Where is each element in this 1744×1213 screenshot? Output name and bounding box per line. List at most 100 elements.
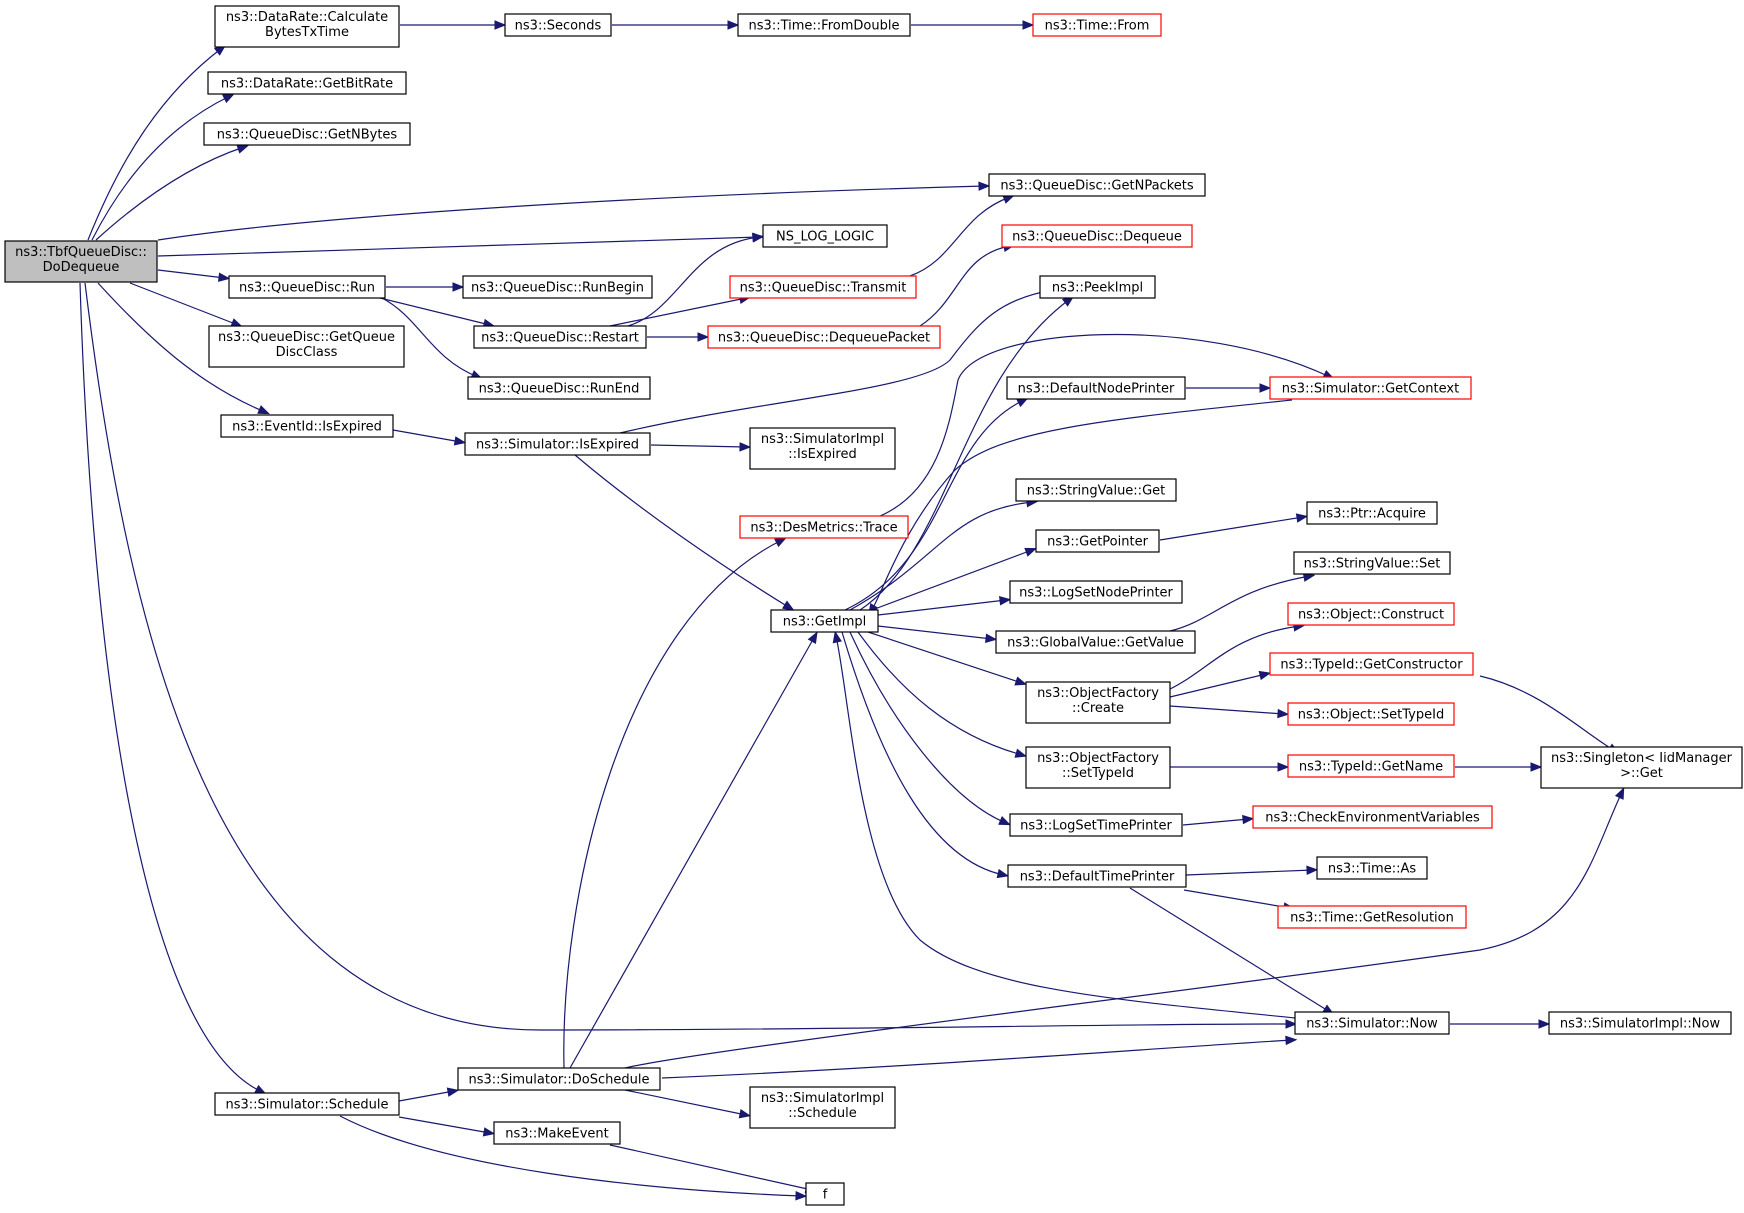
node-singleton[interactable]: ns3::Singleton< IidManager >::Get (1540, 746, 1743, 789)
node-simimplschedule[interactable]: ns3::SimulatorImpl::Schedule (749, 1086, 896, 1129)
node-doschedule[interactable]: ns3::Simulator::DoSchedule (457, 1067, 661, 1091)
node-objsettypeid[interactable]: ns3::Object::SetTypeId (1287, 702, 1455, 726)
node-f[interactable]: f (805, 1182, 845, 1206)
edge-getconstructor-to-singleton (1479, 675, 1620, 754)
node-label-logsettimeprinter: ns3::LogSetTimePrinter (1020, 819, 1172, 834)
node-objconstruct[interactable]: ns3::Object::Construct (1287, 602, 1455, 626)
edge-isexpired-to-simisexpired (392, 429, 467, 446)
node-checkenv[interactable]: ns3::CheckEnvironmentVariables (1252, 805, 1493, 829)
node-timefrom[interactable]: ns3::Time::From (1032, 13, 1162, 37)
edge-getimpl-to-ofsettypeid (857, 631, 1028, 758)
node-getnpackets[interactable]: ns3::QueueDisc::GetNPackets (988, 173, 1206, 197)
node-getresolution[interactable]: ns3::Time::GetResolution (1277, 905, 1467, 929)
node-label-simisexpired: ns3::Simulator::IsExpired (476, 438, 639, 453)
node-label-getimpl: ns3::GetImpl (783, 615, 867, 630)
node-label-checkenv: ns3::CheckEnvironmentVariables (1265, 811, 1480, 826)
node-label-runbegin: ns3::QueueDisc::RunBegin (471, 281, 644, 296)
node-stringvalueset[interactable]: ns3::StringValue::Set (1293, 551, 1451, 575)
node-simimplisexpired[interactable]: ns3::SimulatorImpl::IsExpired (749, 427, 896, 470)
node-getpointer[interactable]: ns3::GetPointer (1035, 529, 1160, 553)
edge-restart-to-dequeuepacket (647, 332, 710, 342)
node-defaultnodeprinter[interactable]: ns3::DefaultNodePrinter (1006, 376, 1186, 400)
node-transmit[interactable]: ns3::QueueDisc::Transmit (729, 275, 917, 299)
edge-doschedule-to-destrace (563, 537, 787, 1069)
node-runend[interactable]: ns3::QueueDisc::RunEnd (467, 376, 651, 400)
node-logsetnodeprinter[interactable]: ns3::LogSetNodePrinter (1009, 580, 1183, 604)
node-root[interactable]: ns3::TbfQueueDisc::DoDequeue (4, 240, 158, 283)
node-peekimpl[interactable]: ns3::PeekImpl (1039, 275, 1156, 299)
edge-root-to-run (157, 269, 231, 282)
node-ofcreate[interactable]: ns3::ObjectFactory::Create (1025, 681, 1171, 724)
edge-doschedule-to-singleton (624, 787, 1625, 1069)
node-defaulttimeprinter[interactable]: ns3::DefaultTimePrinter (1007, 864, 1187, 888)
node-globalgetvalue[interactable]: ns3::GlobalValue::GetValue (995, 630, 1196, 654)
node-getbitrate[interactable]: ns3::DataRate::GetBitRate (207, 71, 407, 95)
node-label-timefrom: ns3::Time::From (1045, 19, 1150, 34)
node-timeas[interactable]: ns3::Time::As (1316, 856, 1428, 880)
edge-simisexpired-to-getimpl (574, 454, 795, 611)
node-label-singleton: >::Get (1620, 766, 1663, 781)
node-label-calcbytes: BytesTxTime (265, 25, 349, 40)
edge-restart-to-transmit (609, 294, 752, 327)
node-simimplnow[interactable]: ns3::SimulatorImpl::Now (1548, 1011, 1732, 1035)
node-ptracquire[interactable]: ns3::Ptr::Acquire (1306, 501, 1438, 525)
node-label-getqueuedisc: DiscClass (276, 345, 338, 360)
node-label-runend: ns3::QueueDisc::RunEnd (479, 382, 640, 397)
node-label-typeidgetname: ns3::TypeId::GetName (1299, 760, 1443, 775)
node-dequeue[interactable]: ns3::QueueDisc::Dequeue (1001, 224, 1193, 248)
node-label-getresolution: ns3::Time::GetResolution (1290, 911, 1454, 926)
node-label-timeas: ns3::Time::As (1328, 862, 1417, 877)
edge-root-to-getqueuedisc (129, 282, 243, 328)
node-label-globalgetvalue: ns3::GlobalValue::GetValue (1007, 636, 1184, 651)
node-simnow[interactable]: ns3::Simulator::Now (1294, 1011, 1450, 1035)
edge-doschedule-to-simimplschedule (624, 1089, 752, 1119)
node-restart[interactable]: ns3::QueueDisc::Restart (473, 325, 647, 349)
edge-root-to-isexpired (97, 282, 270, 415)
edge-simisexpired-to-simimplisexpired (650, 442, 752, 452)
edge-root-to-simnow (84, 282, 1298, 1031)
node-simschedule[interactable]: ns3::Simulator::Schedule (214, 1092, 400, 1116)
node-getimpl[interactable]: ns3::GetImpl (770, 609, 879, 633)
node-logsettimeprinter[interactable]: ns3::LogSetTimePrinter (1009, 813, 1183, 837)
node-ofsettypeid[interactable]: ns3::ObjectFactory::SetTypeId (1025, 746, 1171, 789)
edge-simisexpired-to-peekimpl (619, 286, 1058, 434)
node-typeidgetname[interactable]: ns3::TypeId::GetName (1287, 754, 1455, 778)
node-label-getpointer: ns3::GetPointer (1047, 535, 1148, 550)
node-run[interactable]: ns3::QueueDisc::Run (228, 275, 386, 299)
nodes-layer: ns3::TbfQueueDisc::DoDequeue ns3::DataRat… (4, 5, 1743, 1206)
node-label-getnbytes: ns3::QueueDisc::GetNBytes (217, 128, 398, 143)
node-getconstructor[interactable]: ns3::TypeId::GetConstructor (1269, 652, 1474, 676)
edge-typeidgetname-to-singleton (1455, 762, 1543, 772)
edge-getimpl-to-defaulttimeprinter (841, 631, 1010, 879)
node-label-simimplnow: ns3::SimulatorImpl::Now (1560, 1017, 1721, 1032)
node-runbegin[interactable]: ns3::QueueDisc::RunBegin (462, 275, 653, 299)
node-destrace[interactable]: ns3::DesMetrics::Trace (739, 515, 909, 539)
node-label-logsetnodeprinter: ns3::LogSetNodePrinter (1019, 586, 1173, 601)
node-simisexpired[interactable]: ns3::Simulator::IsExpired (464, 432, 651, 456)
node-label-simnow: ns3::Simulator::Now (1306, 1017, 1438, 1032)
edges-layer (79, 20, 1625, 1201)
edge-logsettimeprinter-to-checkenv (1182, 814, 1255, 826)
node-nslog[interactable]: NS_LOG_LOGIC (762, 224, 888, 248)
node-makeevent[interactable]: ns3::MakeEvent (493, 1121, 621, 1145)
node-getnbytes[interactable]: ns3::QueueDisc::GetNBytes (203, 122, 411, 146)
node-dequeuepacket[interactable]: ns3::QueueDisc::DequeuePacket (707, 325, 941, 349)
edge-run-to-restart (379, 297, 496, 329)
node-fromdouble[interactable]: ns3::Time::FromDouble (737, 13, 911, 37)
node-label-ofsettypeid: ::SetTypeId (1062, 766, 1134, 781)
edge-root-to-getnbytes (95, 144, 250, 241)
node-label-ofcreate: ns3::ObjectFactory (1037, 686, 1159, 701)
node-getcontext[interactable]: ns3::Simulator::GetContext (1269, 376, 1472, 400)
edge-simschedule-to-f (339, 1115, 808, 1201)
edge-ofcreate-to-objsettypeid (1169, 705, 1290, 719)
node-stringvalueget[interactable]: ns3::StringValue::Get (1015, 478, 1177, 502)
node-label-getconstructor: ns3::TypeId::GetConstructor (1280, 658, 1463, 673)
node-isexpired[interactable]: ns3::EventId::IsExpired (220, 414, 394, 438)
edge-defaultnodeprinter-to-getcontext (1186, 383, 1272, 393)
edge-getimpl-to-getpointer (871, 547, 1038, 611)
node-seconds[interactable]: ns3::Seconds (504, 13, 612, 37)
node-label-stringvalueset: ns3::StringValue::Set (1304, 557, 1441, 572)
node-label-f: f (823, 1188, 828, 1203)
